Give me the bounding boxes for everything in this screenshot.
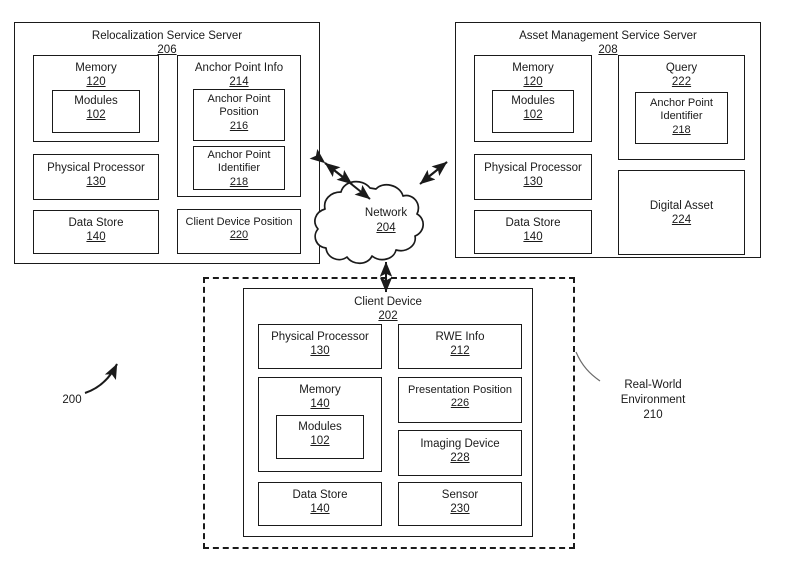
reloc-memory-label: Memory 120 <box>75 62 117 89</box>
arrow-reloc-network-group <box>324 162 353 185</box>
sensor-label: Sensor 230 <box>441 489 479 516</box>
digital-asset-label: Digital Asset 224 <box>649 200 714 227</box>
asset-data-store-box: Data Store 140 <box>474 210 592 254</box>
reloc-data-store-box: Data Store 140 <box>33 210 159 254</box>
real-world-environment-label: Real-World Environment 210 <box>620 379 686 421</box>
rwe-info-box: RWE Info 212 <box>398 324 522 369</box>
reloc-physical-processor-box: Physical Processor 130 <box>33 154 159 200</box>
presentation-position-label: Presentation Position 226 <box>408 384 512 410</box>
arrow-reloc-server-network <box>309 148 371 200</box>
query-label: Query 222 <box>665 62 698 89</box>
imaging-device-label: Imaging Device 228 <box>420 438 500 465</box>
rwe-leader-line <box>575 351 601 382</box>
imaging-device-box: Imaging Device 228 <box>398 430 522 476</box>
relocalization-server-label: Relocalization Service Server 206 <box>91 30 243 57</box>
figure-label-200: 200 <box>62 394 82 406</box>
client-device-label: Client Device 202 <box>354 296 422 323</box>
asset-data-store-label: Data Store 140 <box>505 217 561 244</box>
anchor-point-position-label: Anchor Point Position 216 <box>207 93 271 132</box>
reloc-data-store-label: Data Store 140 <box>68 217 124 244</box>
anchor-point-position-box: Anchor Point Position 216 <box>193 89 285 141</box>
sensor-box: Sensor 230 <box>398 482 522 526</box>
client-device-position-box: Client Device Position 220 <box>177 209 301 254</box>
reloc-physical-processor-label: Physical Processor 130 <box>47 162 145 189</box>
client-device-position-label: Client Device Position 220 <box>185 216 293 242</box>
figure-200-leader-arrow <box>84 363 118 394</box>
reloc-modules-label: Modules 102 <box>74 95 118 122</box>
rwe-info-label: RWE Info 212 <box>435 331 485 358</box>
client-memory-label: Memory 140 <box>299 384 341 411</box>
client-modules-label: Modules 102 <box>298 421 342 448</box>
digital-asset-box: Digital Asset 224 <box>618 170 745 255</box>
network-label: Network 204 <box>364 207 408 234</box>
client-modules-box: Modules 102 <box>276 415 364 459</box>
asset-memory-label: Memory 120 <box>512 62 554 89</box>
asset-server-label: Asset Management Service Server 208 <box>519 30 697 57</box>
asset-physical-processor-label: Physical Processor 130 <box>484 162 582 189</box>
anchor-point-identifier-label-query: Anchor Point Identifier 218 <box>650 97 713 136</box>
client-physical-processor-box: Physical Processor 130 <box>258 324 382 369</box>
presentation-position-box: Presentation Position 226 <box>398 377 522 423</box>
anchor-point-identifier-label-reloc: Anchor Point Identifier 218 <box>207 149 271 188</box>
arrow-asset-network-group <box>419 161 448 185</box>
asset-physical-processor-box: Physical Processor 130 <box>474 154 592 200</box>
client-data-store-box: Data Store 140 <box>258 482 382 526</box>
anchor-point-info-label: Anchor Point Info 214 <box>194 62 284 89</box>
asset-modules-label: Modules 102 <box>511 95 555 122</box>
client-data-store-label: Data Store 140 <box>292 489 348 516</box>
client-physical-processor-label: Physical Processor 130 <box>271 331 369 358</box>
anchor-point-identifier-box-reloc: Anchor Point Identifier 218 <box>193 146 285 190</box>
asset-modules-box: Modules 102 <box>492 90 574 133</box>
anchor-point-identifier-box-query: Anchor Point Identifier 218 <box>635 92 728 144</box>
reloc-modules-box: Modules 102 <box>52 90 140 133</box>
